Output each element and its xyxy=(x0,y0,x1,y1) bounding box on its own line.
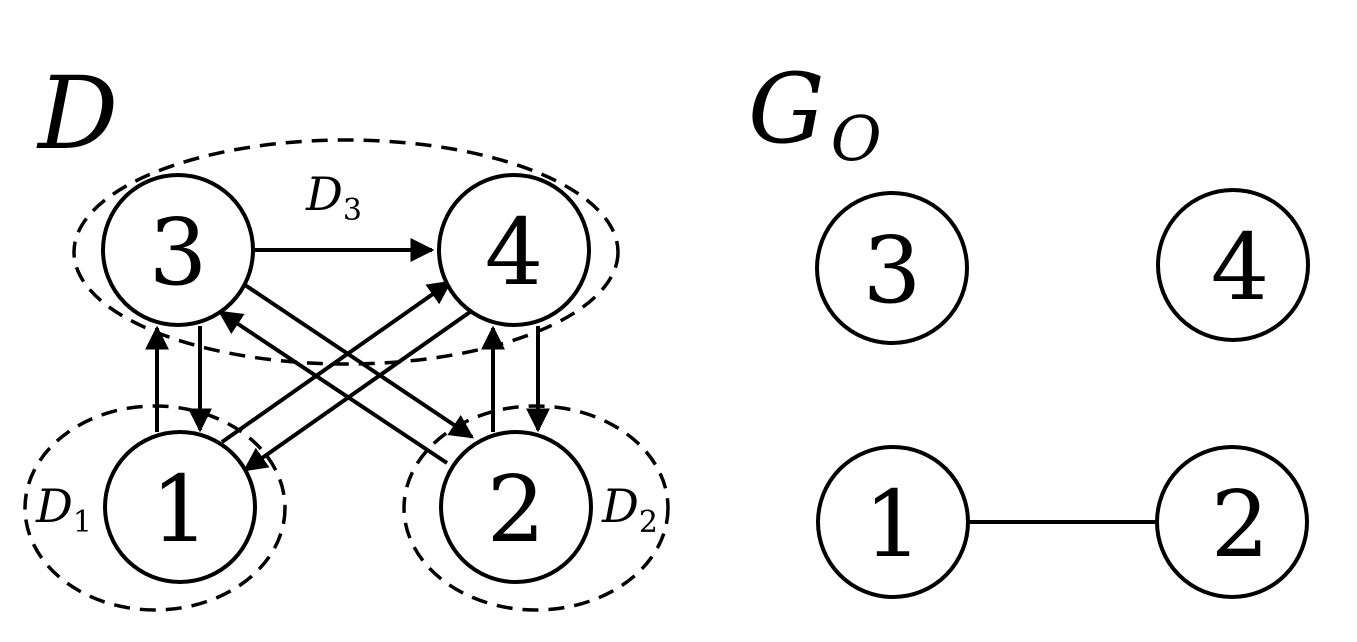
graph-node-2: 2 xyxy=(1155,445,1309,599)
digraph-d-title: D xyxy=(36,55,118,172)
graph-node-4-label: 4 xyxy=(1211,214,1270,321)
digraph-node-4-label: 4 xyxy=(485,199,544,306)
group-d3-label: D3 xyxy=(305,167,362,228)
graph-node-2-label: 2 xyxy=(1211,471,1270,578)
graph-node-1-label: 1 xyxy=(864,471,923,578)
graph-node-1: 1 xyxy=(816,445,970,599)
edge-4-to-1 xyxy=(243,310,472,472)
digraph-node-1: 1 xyxy=(103,430,257,584)
group-d2-label: D2 xyxy=(601,479,658,540)
graph-node-3: 3 xyxy=(815,191,969,345)
group-d1-label: D1 xyxy=(35,479,92,540)
digraph-node-3: 3 xyxy=(101,173,255,327)
graph-go-title: GO xyxy=(748,53,882,175)
graph-node-4: 4 xyxy=(1156,188,1310,342)
digraph-node-2-label: 2 xyxy=(487,456,546,563)
graph-go: GO 3 4 1 2 xyxy=(748,53,1310,599)
edge-2-to-3 xyxy=(218,310,449,465)
digraph-d: D 3 4 1 2 D3 D1 xyxy=(23,55,670,612)
edge-3-to-2 xyxy=(243,283,474,439)
digraph-node-1-label: 1 xyxy=(151,456,210,563)
digraph-node-4: 4 xyxy=(437,173,591,327)
graph-node-3-label: 3 xyxy=(863,217,922,324)
edge-1-to-4 xyxy=(220,280,452,444)
digraph-node-3-label: 3 xyxy=(149,199,208,306)
digraph-node-2: 2 xyxy=(439,430,593,584)
group-d3-ellipse xyxy=(72,138,620,366)
